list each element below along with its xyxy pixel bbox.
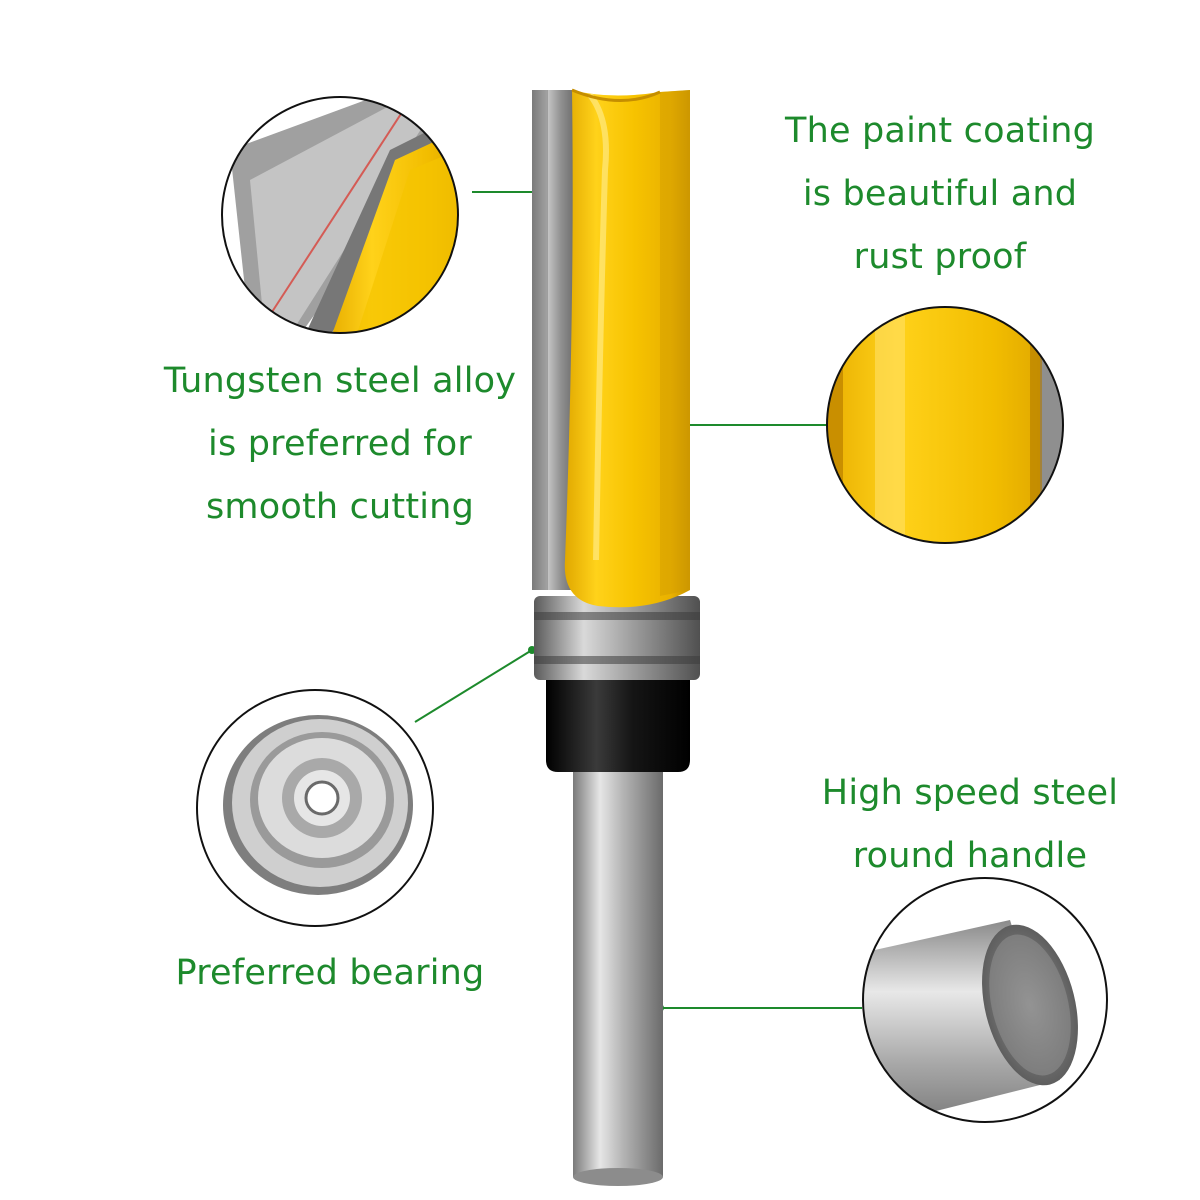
zoom-circle-coating xyxy=(826,306,1064,544)
callout-paint-line-1: The paint coating xyxy=(785,111,1095,151)
callout-paint-line-2: is beautiful and xyxy=(802,174,1078,214)
callout-high-speed-steel: High speed steel round handle xyxy=(770,762,1170,888)
router-bit xyxy=(532,88,700,1186)
callout-paint-line-3: rust proof xyxy=(853,237,1027,277)
leader-line-bearing xyxy=(414,649,533,723)
callout-tungsten-line-1: Tungsten steel alloy xyxy=(163,361,517,401)
black-collar xyxy=(546,680,690,772)
callout-tungsten-line-3: smooth cutting xyxy=(206,487,474,527)
zoom-circle-bearing xyxy=(196,689,434,927)
zoom-circle-carbide xyxy=(221,96,459,334)
callout-speed-line-2: round handle xyxy=(852,836,1088,876)
bearing xyxy=(534,596,700,680)
callout-tungsten-steel: Tungsten steel alloy is preferred for sm… xyxy=(140,350,540,539)
callout-preferred-bearing: Preferred bearing xyxy=(130,942,530,1005)
callout-tungsten-line-2: is preferred for xyxy=(208,424,472,464)
callout-speed-line-1: High speed steel xyxy=(821,773,1119,813)
callout-paint-coating: The paint coating is beautiful and rust … xyxy=(740,100,1140,289)
zoom-circle-handle xyxy=(862,877,1108,1123)
shank xyxy=(573,765,663,1177)
callout-bearing-line-1: Preferred bearing xyxy=(175,953,485,993)
